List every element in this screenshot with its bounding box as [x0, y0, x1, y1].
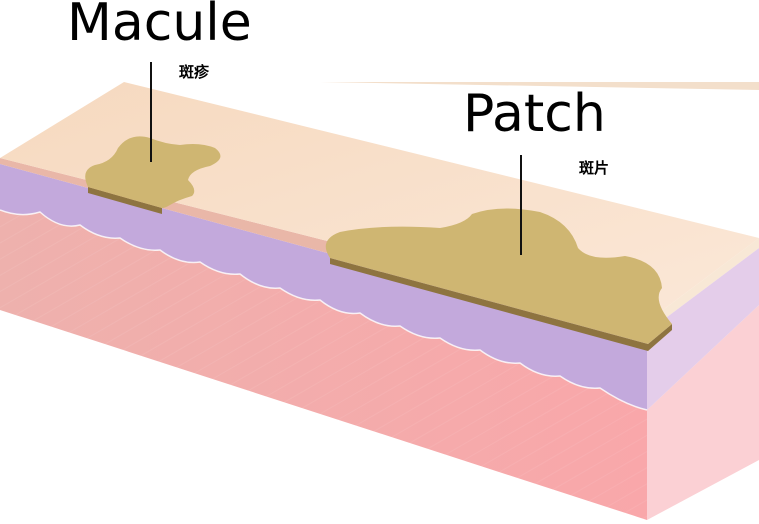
background-streak	[320, 82, 759, 90]
patch-lesion-edge	[330, 258, 672, 351]
basal-front-face	[0, 164, 647, 410]
dermis-right-face	[647, 305, 759, 520]
macule-lesion-body	[85, 136, 221, 208]
patch-lesion	[325, 208, 672, 351]
macule-subtitle: 斑疹	[179, 63, 210, 81]
basal-right-face	[647, 248, 759, 410]
macule-lesion-edge	[88, 187, 162, 214]
patch-lesion-body	[325, 208, 672, 344]
patch-title: Patch	[463, 84, 606, 144]
epidermis-right-face	[647, 238, 759, 332]
patch-subtitle: 斑片	[579, 159, 609, 177]
macule-lesion	[85, 136, 221, 214]
macule-title: Macule	[67, 0, 252, 53]
basal-wavy-edge	[0, 209, 648, 411]
